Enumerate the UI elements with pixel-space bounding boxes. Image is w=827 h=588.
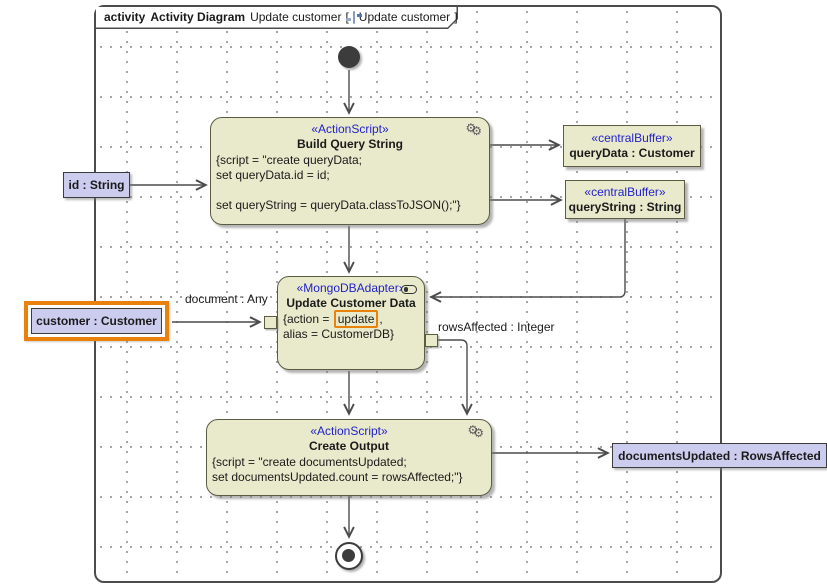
body-line: set documentsUpdated.count = rowsAffecte… — [212, 470, 463, 484]
body-line: {script = "create documentsUpdated; — [212, 455, 407, 469]
activity-diagram-icon — [345, 10, 362, 24]
buffer-querystring[interactable]: «centralBuffer» queryString : String — [565, 180, 685, 219]
frame-bracket-open: [ — [345, 10, 348, 24]
buffer-querydata[interactable]: «centralBuffer» queryData : Customer — [563, 125, 701, 167]
body-line: {script = "create queryData; — [216, 153, 362, 167]
body-line: set queryData.id = id; — [216, 168, 330, 182]
body-line: set queryString = queryData.classToJSON(… — [216, 198, 461, 212]
action-body: {script = "create queryData; set queryDa… — [211, 152, 489, 213]
body-line — [216, 183, 485, 198]
action-build-query-string[interactable]: ⚙⚙ «ActionScript» Build Query String {sc… — [210, 117, 490, 225]
param-id-string[interactable]: id : String — [63, 172, 130, 198]
body-text: , — [379, 312, 383, 326]
param-label: id : String — [68, 178, 125, 192]
stereotype-label: «centralBuffer» — [584, 184, 666, 199]
body-line: alias = CustomerDB} — [283, 327, 395, 341]
param-customer-customer[interactable]: customer : Customer — [31, 308, 162, 334]
param-label: documentsUpdated : RowsAffected — [618, 448, 821, 463]
action-name: Build Query String — [296, 137, 403, 151]
action-name: Create Output — [308, 439, 389, 453]
script-gears-icon: ⚙⚙ — [467, 423, 484, 440]
stereotype-label: «ActionScript» — [311, 122, 389, 136]
action-update-customer-data[interactable]: «MongoDBAdapter» Update Customer Data {a… — [277, 276, 425, 370]
frame-bracket-name: Update customer — [358, 10, 451, 24]
activity-final-node[interactable] — [335, 542, 363, 570]
stereotype-label: «centralBuffer» — [591, 131, 673, 145]
frame-header-content: activity Activity Diagram Update custome… — [96, 7, 458, 29]
body-line: {action = update, — [283, 310, 420, 328]
action-body: {action = update, alias = CustomerDB} — [278, 310, 424, 342]
action-create-output[interactable]: ⚙⚙ «ActionScript» Create Output {script … — [206, 419, 492, 496]
stereotype-label: «MongoDBAdapter» — [296, 281, 406, 295]
frame-name: Update customer — [250, 10, 342, 24]
action-body: {script = "create documentsUpdated; set … — [207, 454, 491, 485]
adapter-toggle-icon — [401, 285, 417, 294]
frame-bracket-close: ] — [454, 10, 458, 24]
initial-node[interactable] — [338, 46, 360, 68]
frame-header[interactable]: activity Activity Diagram Update custome… — [96, 7, 458, 29]
pin-label-document: document : Any — [185, 292, 268, 306]
action-name: Update Customer Data — [286, 296, 416, 310]
stereotype-label: «ActionScript» — [310, 424, 388, 438]
param-documentsupdated[interactable]: documentsUpdated : RowsAffected — [612, 443, 827, 468]
buffer-name: queryString : String — [568, 199, 682, 214]
output-pin-rowsaffected[interactable] — [425, 334, 438, 347]
frame-keyword: activity — [104, 10, 146, 24]
input-pin-document[interactable] — [264, 316, 277, 329]
body-text: {action = — [283, 312, 333, 326]
frame-header-bg — [96, 7, 457, 28]
buffer-name: queryData : Customer — [569, 146, 695, 160]
selected-text-update[interactable]: update — [333, 310, 379, 328]
pin-label-rowsaffected: rowsAffected : Integer — [438, 320, 555, 334]
param-label: customer : Customer — [36, 314, 157, 328]
selection-highlight-customer[interactable]: customer : Customer — [24, 301, 169, 341]
frame-type: Activity Diagram — [150, 10, 246, 24]
script-gears-icon: ⚙⚙ — [465, 121, 482, 138]
